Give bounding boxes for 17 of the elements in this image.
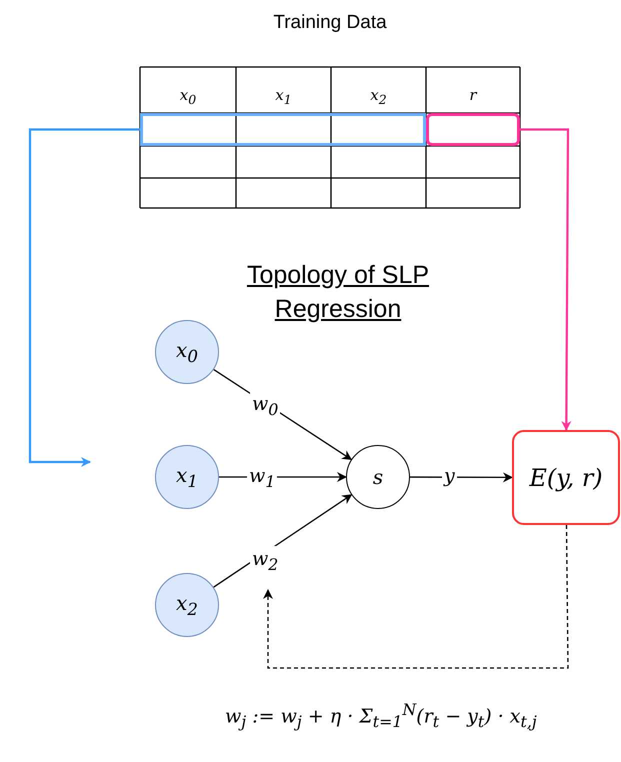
column-header: r	[468, 86, 478, 104]
diagram-title: Training Data	[272, 12, 388, 34]
highlighted-row	[140, 113, 426, 146]
column-header: x$_{0}$	[178, 86, 198, 107]
section-heading: Topology of SLP Regression	[246, 260, 430, 325]
arrow	[520, 128, 572, 431]
sum-node: s	[346, 445, 410, 509]
column-header: x$_{2}$	[369, 86, 388, 107]
arrow	[28, 128, 140, 467]
highlighted-cell	[426, 113, 520, 146]
input-node: x$_{2}$	[155, 573, 219, 637]
input-node: x$_{0}$	[155, 320, 219, 384]
update-formula: w$_{j}$ := w$_{j}$ + η · Σ$_{t=1}$$^{N}$(r$_{t}$ − y$_{t}$) · x$_{t,j}$	[225, 700, 538, 732]
error-box: E(y, r)	[512, 430, 620, 525]
input-node: x$_{1}$	[155, 445, 219, 509]
column-header: x$_{1}$	[274, 86, 293, 107]
dashed-arrow	[263, 525, 569, 669]
